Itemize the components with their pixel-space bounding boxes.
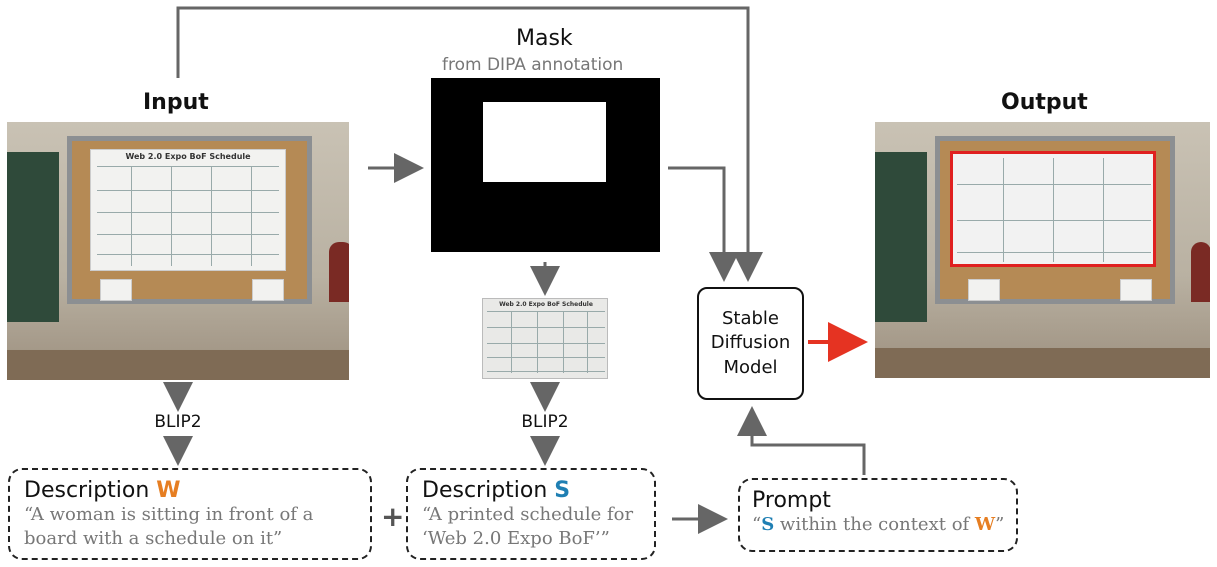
- mask-title: Mask: [516, 26, 573, 51]
- output-label: Output: [1001, 90, 1088, 115]
- sd-line-1: Stable: [721, 308, 779, 330]
- description-w-box: Description W “A woman is sitting in fro…: [8, 468, 372, 560]
- prompt-to-model-line: [737, 406, 866, 475]
- input-to-model-line: [176, 6, 763, 282]
- input-image: Web 2.0 Expo BoF Schedule: [7, 122, 349, 380]
- output-generated-schedule: [950, 151, 1156, 267]
- crop-image: Web 2.0 Expo BoF Schedule: [482, 298, 608, 379]
- blip2-left-label: BLIP2: [154, 412, 202, 432]
- mask-subtitle: from DIPA annotation: [442, 55, 624, 75]
- description-s-head: Description: [422, 478, 548, 503]
- prompt-s-symbol: S: [761, 514, 775, 535]
- description-s-quote-2: ‘Web 2.0 Expo BoF’”: [422, 528, 610, 550]
- blip2-right-label: BLIP2: [521, 412, 569, 432]
- plus-sign: +: [381, 500, 405, 533]
- description-w-head: Description: [24, 478, 150, 503]
- sd-line-3: Model: [723, 356, 778, 378]
- crop-title: Web 2.0 Expo BoF Schedule: [499, 301, 593, 308]
- prompt-w-symbol: W: [974, 514, 996, 535]
- mask-to-model-line: [668, 166, 739, 282]
- mask-image: [431, 78, 660, 252]
- description-w-quote-1: “A woman is sitting in front of a: [24, 504, 314, 525]
- description-w-symbol: W: [156, 478, 181, 503]
- input-label: Input: [143, 90, 209, 115]
- stable-diffusion-model-box: Stable Diffusion Model: [697, 287, 804, 400]
- prompt-middle: within the context of: [774, 514, 975, 535]
- prompt-head: Prompt: [752, 488, 831, 513]
- description-s-symbol: S: [554, 478, 571, 503]
- prompt-open-quote: “: [752, 514, 762, 535]
- prompt-text: “S within the context of W”: [752, 513, 1004, 537]
- prompt-close-quote: ”: [995, 514, 1005, 535]
- output-image: [875, 122, 1210, 378]
- input-schedule-title: Web 2.0 Expo BoF Schedule: [125, 152, 251, 161]
- description-w-quote-2: board with a schedule on it”: [24, 528, 283, 550]
- prompt-box: Prompt “S within the context of W”: [738, 478, 1018, 552]
- description-s-box: Description S “A printed schedule for ‘W…: [406, 468, 656, 560]
- description-s-quote-1: “A printed schedule for: [422, 504, 634, 525]
- sd-line-2: Diffusion: [710, 332, 791, 354]
